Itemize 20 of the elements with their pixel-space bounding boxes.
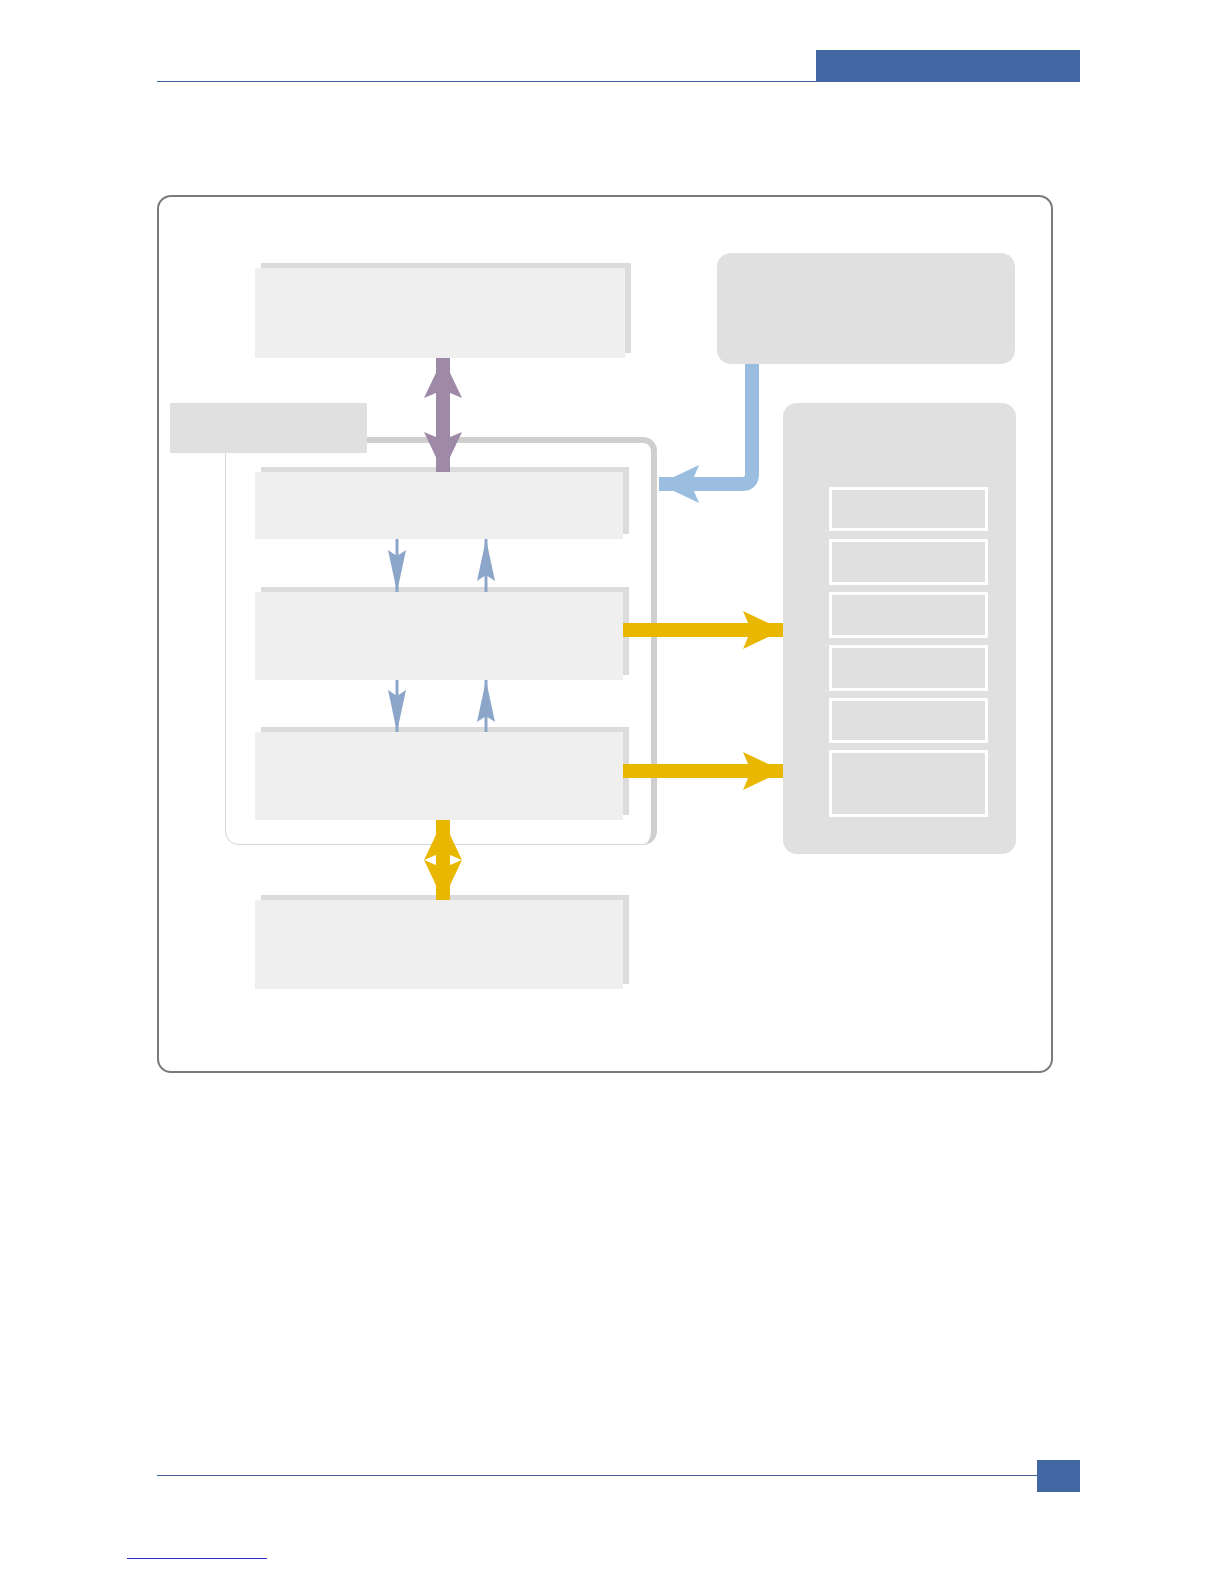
group-frame [225, 437, 657, 845]
arrow [623, 611, 783, 649]
arrow [477, 680, 495, 732]
arrow [424, 358, 462, 472]
arrow [623, 752, 783, 790]
arrow [424, 820, 462, 900]
slot-box [829, 698, 988, 743]
slot-box [829, 539, 988, 585]
arrow [388, 539, 406, 592]
outer-frame [157, 195, 1053, 1073]
slot-box [829, 750, 988, 817]
arrow [388, 680, 406, 732]
group-tab [170, 403, 367, 453]
slot-box [829, 645, 988, 691]
arrow [477, 539, 495, 592]
arrow [659, 364, 759, 503]
rounded-box [717, 253, 1015, 364]
slot-box [829, 592, 988, 638]
rounded-box [783, 403, 1016, 854]
slot-box [829, 487, 988, 531]
